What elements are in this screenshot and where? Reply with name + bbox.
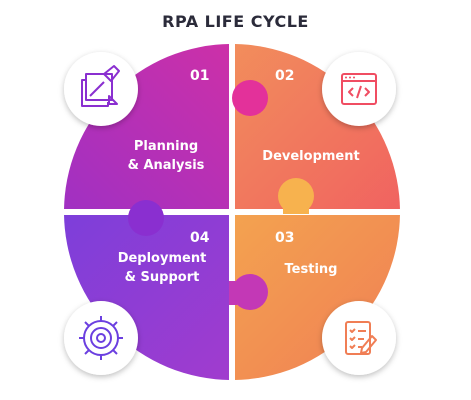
stage-01-label-line2: & Analysis (128, 158, 205, 173)
gear-cycle-icon (64, 301, 138, 375)
stage-01-piece (64, 44, 229, 209)
blueprint-pencil-icon (64, 52, 138, 126)
puzzle-knob-bottom (232, 274, 268, 310)
stage-02-piece (235, 44, 400, 209)
checklist-pencil-icon (322, 301, 396, 375)
stage-03-number: 03 (275, 230, 294, 246)
stage-04-label-line2: & Support (125, 270, 200, 285)
stage-02-label: Development (262, 149, 359, 164)
puzzle-knob-top (232, 80, 268, 116)
diagram-title: RPA LIFE CYCLE (162, 12, 309, 31)
stage-04-number: 04 (190, 230, 210, 246)
stage-01-number: 01 (190, 68, 209, 84)
stage-01-label-line1: Planning (134, 139, 198, 154)
stage-03-piece (235, 215, 400, 380)
code-window-icon (322, 52, 396, 126)
stage-03-label: Testing (285, 262, 338, 277)
stage-02-number: 02 (275, 68, 294, 84)
stage-04-piece (64, 215, 229, 380)
stage-04-label-line1: Deployment (118, 251, 207, 266)
